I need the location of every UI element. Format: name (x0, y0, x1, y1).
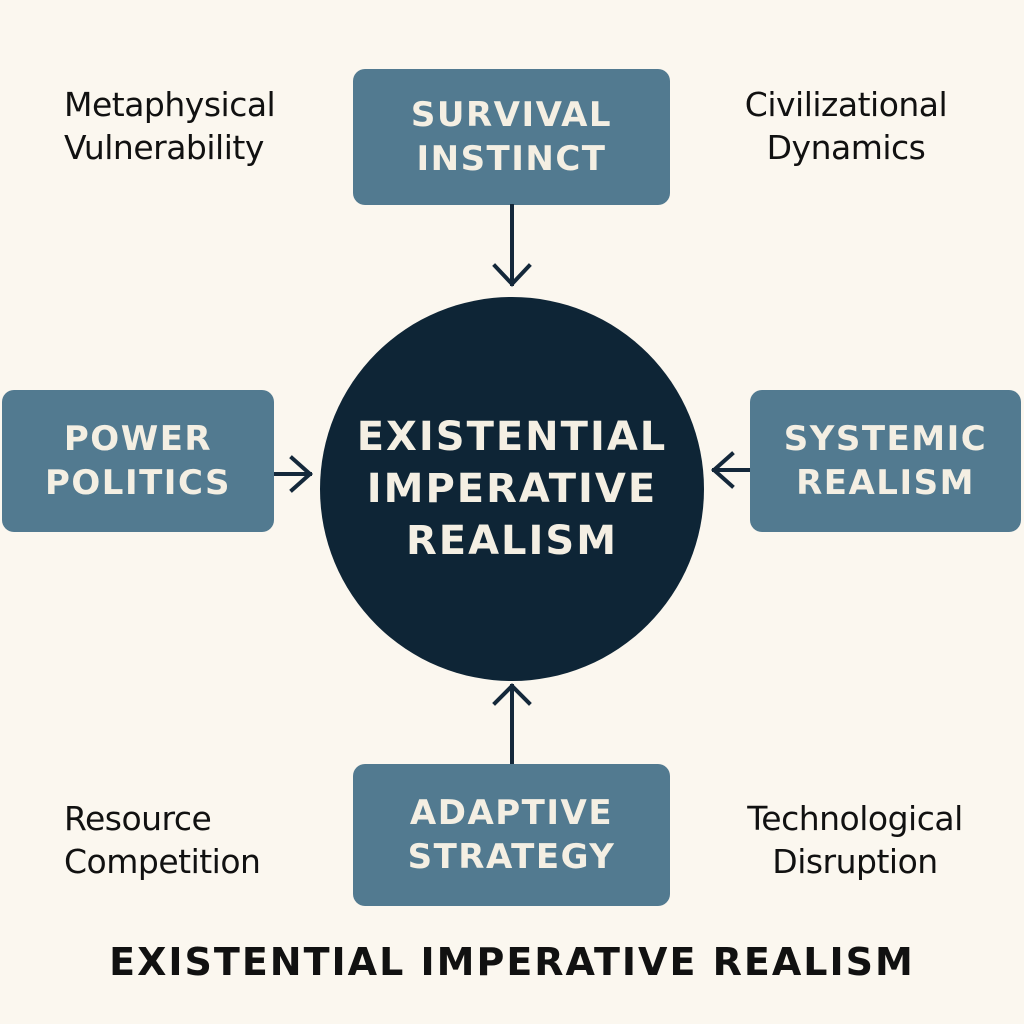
node-adaptive-strategy: ADAPTIVE STRATEGY (353, 764, 670, 906)
arrow-left-to-center (274, 455, 314, 493)
label-resource-competition: Resource Competition (64, 799, 261, 881)
label-technological-disruption: Technological Disruption (747, 799, 963, 881)
node-systemic-realism: SYSTEMIC REALISM (750, 390, 1021, 532)
center-node-existential-imperative-realism: EXISTENTIAL IMPERATIVE REALISM (320, 297, 704, 681)
arrow-right-to-center (710, 451, 750, 489)
node-survival-instinct: SURVIVAL INSTINCT (353, 69, 670, 205)
arrow-top-to-center (492, 204, 532, 287)
arrow-bottom-to-center (492, 683, 532, 764)
node-power-politics: POWER POLITICS (2, 390, 274, 532)
diagram-title: EXISTENTIAL IMPERATIVE REALISM (109, 940, 915, 984)
label-metaphysical-vulnerability: Metaphysical Vulnerability (64, 85, 276, 167)
label-civilizational-dynamics: Civilizational Dynamics (744, 85, 948, 167)
